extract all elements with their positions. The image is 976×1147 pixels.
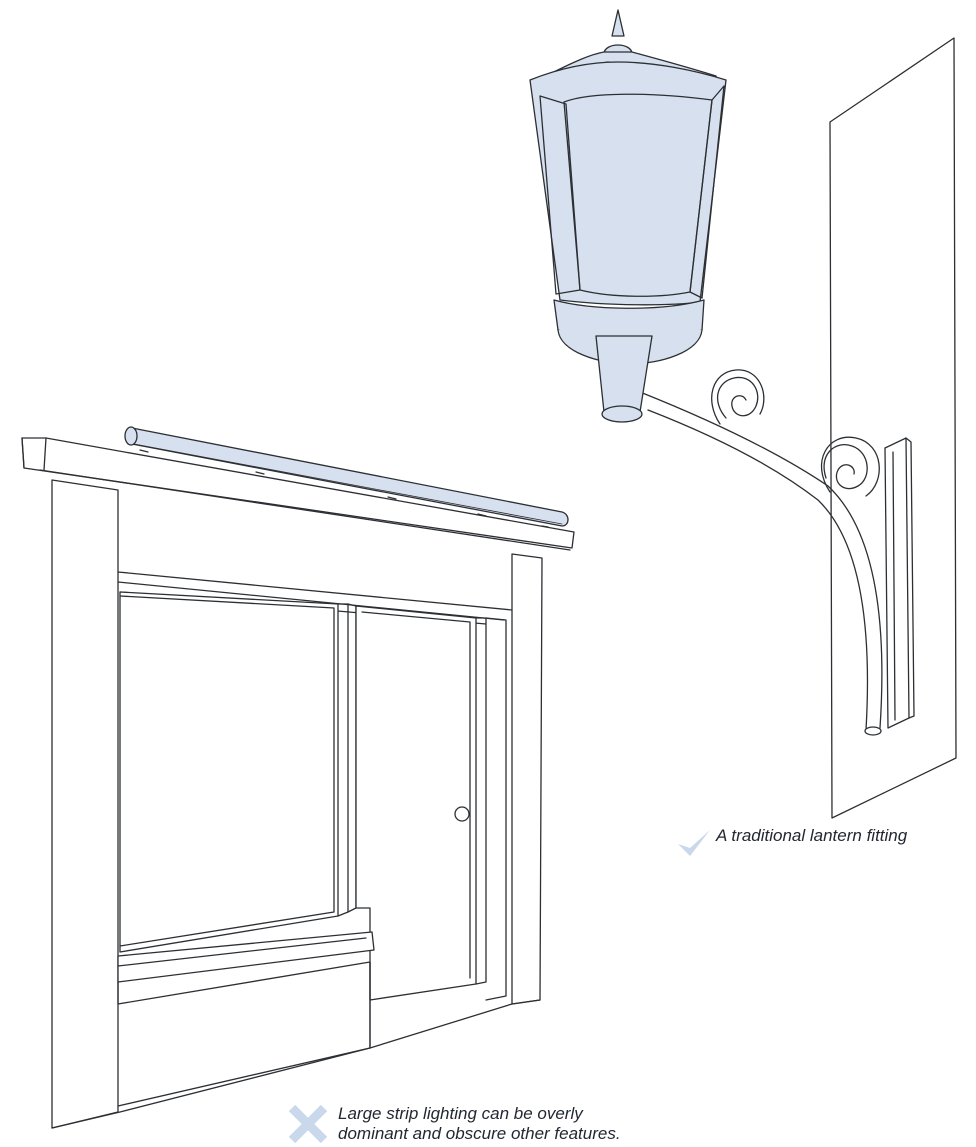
- caption-strip-lighting: Large strip lighting can be overly domin…: [288, 1104, 621, 1144]
- wall-panel: [829, 37, 957, 819]
- shopfront: [21, 437, 575, 1129]
- caption-strip-line-1: Large strip lighting can be overly: [338, 1104, 583, 1123]
- traditional-lantern: [529, 9, 727, 423]
- check-icon: [678, 830, 710, 856]
- cross-icon: [288, 1104, 328, 1144]
- caption-lantern-text: A traditional lantern fitting: [716, 826, 908, 845]
- bracket-wall-plate: [884, 437, 915, 729]
- caption-strip-line-2: dominant and obscure other features.: [338, 1124, 621, 1143]
- caption-lantern: A traditional lantern fitting: [676, 826, 907, 858]
- lantern-bracket-arm: [639, 369, 883, 736]
- strip-light: [124, 426, 569, 528]
